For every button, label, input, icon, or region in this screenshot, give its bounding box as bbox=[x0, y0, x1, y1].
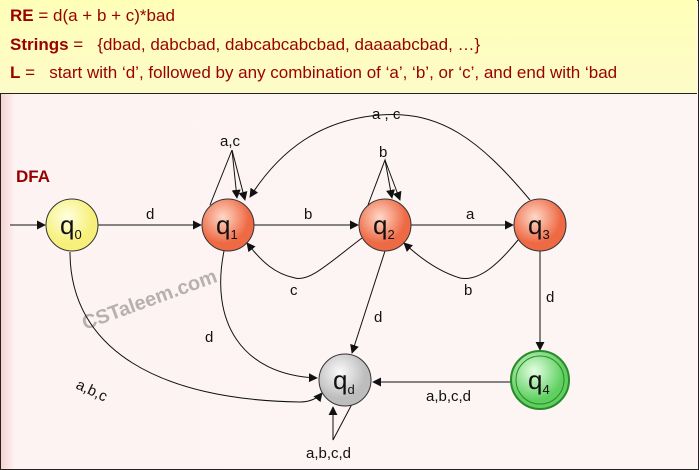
label-q2-qd: d bbox=[374, 309, 382, 326]
regex-value: = d(a + b + c)*bad bbox=[33, 6, 175, 25]
edge-q3-q2 bbox=[403, 239, 519, 279]
label-q4-qd: a,b,c,d bbox=[426, 388, 471, 405]
state-q4-accepting: q4 bbox=[510, 350, 570, 410]
transition-labels: d a,c b b c a b a , c d d d a,b,c a,b,c,… bbox=[73, 106, 554, 462]
edge-q1-q1-b bbox=[231, 149, 248, 201]
language-label: L bbox=[10, 63, 21, 82]
watermark: CSTaleem.com bbox=[79, 265, 220, 334]
edge-qd-qd bbox=[328, 403, 353, 441]
state-q2: q2 bbox=[358, 198, 412, 252]
edge-q0-qd bbox=[69, 251, 323, 403]
label-q2-q1: c bbox=[290, 282, 298, 299]
dfa-title: DFA bbox=[16, 167, 50, 186]
state-q3: q3 bbox=[513, 198, 567, 252]
regex-line: RE = d(a + b + c)*bad bbox=[10, 6, 175, 26]
language-line: L = start with ‘d’, followed by any comb… bbox=[10, 63, 617, 83]
edge-q2-q2-b bbox=[384, 159, 402, 201]
label-q2-q2: b bbox=[379, 144, 387, 161]
edge-q2-qd bbox=[350, 250, 386, 354]
label-q3-q2: b bbox=[464, 282, 472, 299]
label-q1-qd: d bbox=[205, 329, 213, 346]
edge-q1-q1 bbox=[209, 149, 241, 206]
language-value: = start with ‘d’, followed by any combin… bbox=[20, 63, 618, 82]
svg-text:q3: q3 bbox=[528, 210, 550, 242]
strings-label: Strings bbox=[10, 35, 69, 54]
label-q1-q1: a,c bbox=[220, 133, 241, 150]
definition-header: RE = d(a + b + c)*bad Strings = {dbad, d… bbox=[0, 0, 697, 94]
strings-line: Strings = {dbad, dabcbad, dabcabcabcbad,… bbox=[10, 35, 480, 55]
strings-value: = {dbad, dabcbad, dabcabcabcbad, daaaabc… bbox=[68, 35, 481, 54]
label-q0-qd: a,b,c bbox=[73, 376, 110, 405]
regex-label: RE bbox=[10, 6, 34, 25]
edge-q1-qd bbox=[220, 250, 318, 383]
edge-q3-q1 bbox=[249, 113, 531, 201]
label-q3-q1: a , c bbox=[372, 106, 401, 123]
edge-q2-q2 bbox=[367, 158, 395, 206]
label-q0-q1: d bbox=[146, 206, 154, 223]
svg-text:qd: qd bbox=[333, 365, 355, 397]
edge-q2-q1 bbox=[246, 237, 363, 279]
state-qd-dead: qd bbox=[318, 353, 372, 407]
svg-text:q2: q2 bbox=[373, 210, 395, 242]
svg-text:q1: q1 bbox=[216, 210, 238, 242]
state-q1: q1 bbox=[201, 198, 255, 252]
label-q3-q4: d bbox=[546, 289, 554, 306]
label-q2-q3: a bbox=[466, 206, 475, 223]
transitions bbox=[10, 113, 545, 441]
label-qd-qd: a,b,c,d bbox=[306, 445, 351, 462]
svg-text:q0: q0 bbox=[60, 210, 82, 242]
svg-text:q4: q4 bbox=[528, 365, 550, 397]
label-q1-q2: b bbox=[304, 206, 312, 223]
state-q0: q0 bbox=[45, 198, 99, 252]
